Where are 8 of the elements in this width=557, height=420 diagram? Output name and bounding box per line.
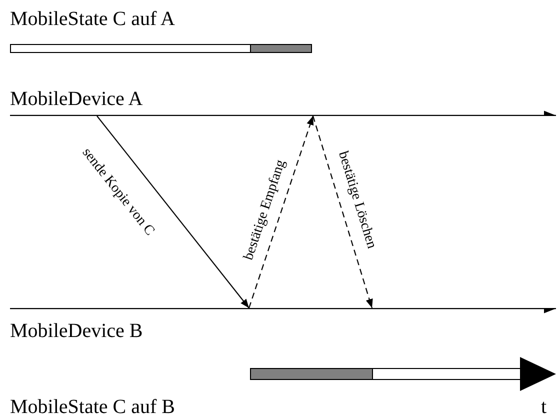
message-arrow (248, 116, 314, 308)
device-label: MobileDevice A (10, 88, 143, 110)
device-label: MobileDevice B (10, 320, 143, 342)
message-arrow (312, 116, 373, 308)
time-label: t (541, 396, 547, 418)
message-arrow (96, 116, 250, 308)
state-label: MobileState C auf A (10, 8, 175, 30)
state-label: MobileState C auf B (10, 396, 175, 418)
